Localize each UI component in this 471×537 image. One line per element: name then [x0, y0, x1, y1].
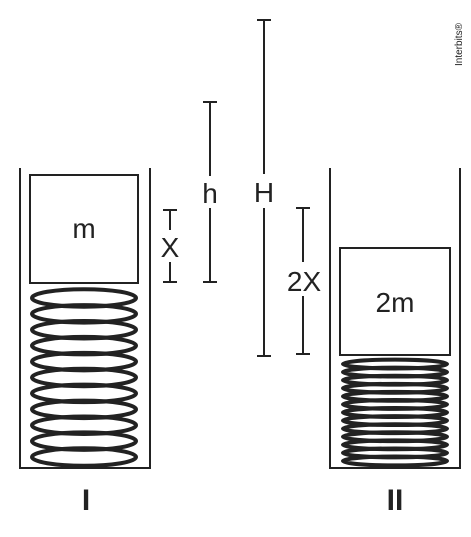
block-2m	[339, 247, 451, 356]
height-big-h-label: H	[254, 177, 274, 208]
block-m-label: m	[72, 213, 95, 244]
block-m	[29, 174, 139, 284]
label-roman-i: I	[82, 484, 90, 517]
container-ii	[329, 168, 461, 469]
container-i	[19, 168, 151, 469]
spring-coil	[30, 446, 138, 468]
compression-x-label: X	[161, 232, 180, 263]
compression-2x-label: 2X	[287, 266, 322, 297]
spring-ii	[341, 357, 449, 468]
label-roman-ii: II	[387, 484, 404, 517]
block-2m-label: 2m	[376, 287, 415, 318]
height-h-label: h	[202, 178, 218, 209]
setup-ii	[329, 168, 461, 469]
spring-i	[30, 287, 138, 468]
credit-text: Interbits®	[454, 22, 465, 66]
spring-coil	[341, 454, 449, 468]
setup-i	[19, 168, 151, 469]
